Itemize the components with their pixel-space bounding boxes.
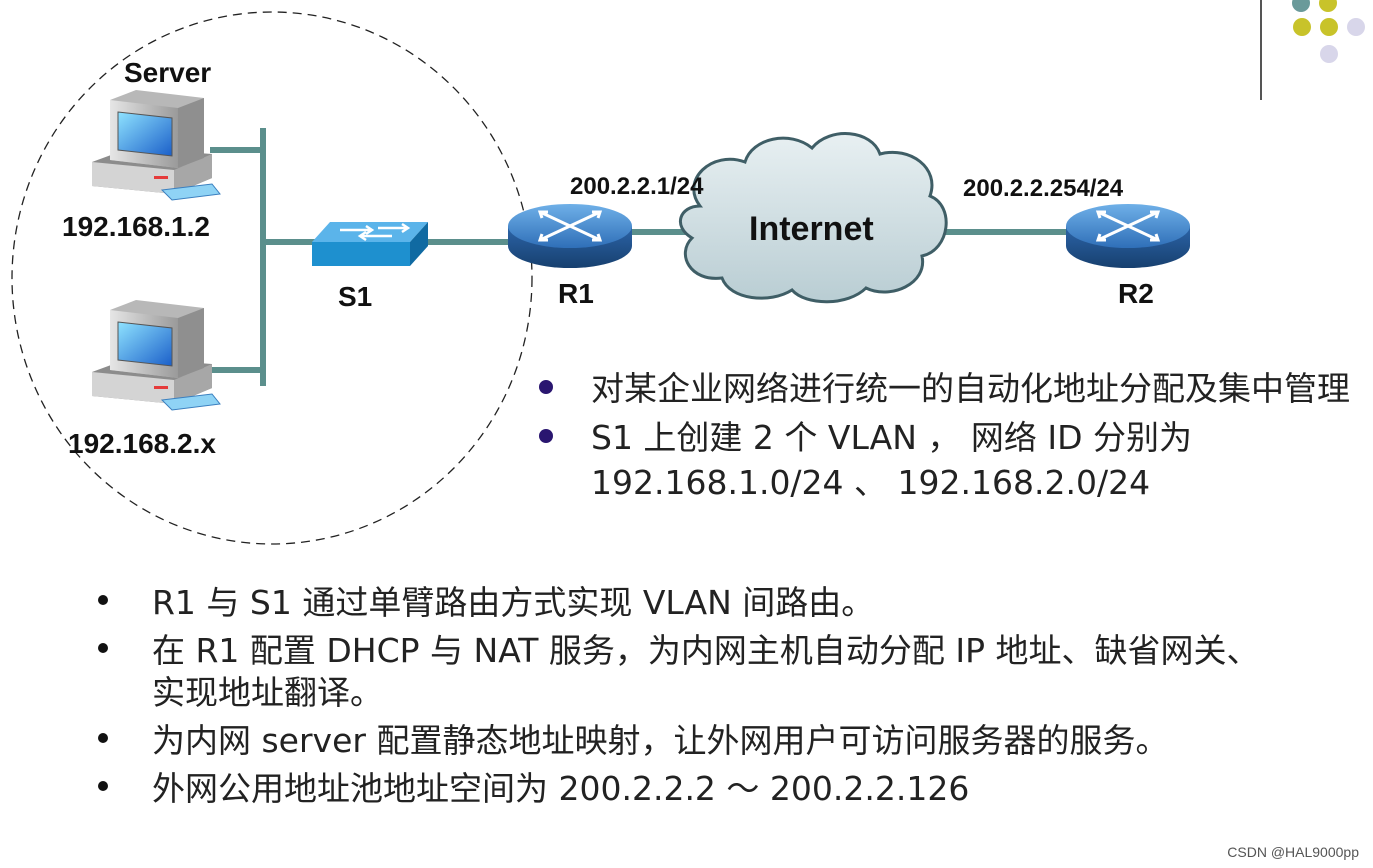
requirement-item: 外网公用地址池地址空间为 200.2.2.2 ～ 200.2.2.126: [92, 768, 1292, 810]
requirement-text: 在 R1 配置 DHCP 与 NAT 服务，为内网主机自动分配 IP 地址、缺省…: [152, 631, 1260, 712]
requirement-item: 为内网 server 配置静态地址映射，让外网用户可访问服务器的服务。: [92, 720, 1292, 762]
note-text: S1 上创建 2 个 VLAN ， 网络 ID 分别为 192.168.1.0/…: [591, 418, 1192, 502]
requirement-text: 外网公用地址池地址空间为 200.2.2.2 ～ 200.2.2.126: [152, 769, 970, 808]
host1-ip-label: 192.168.1.2: [62, 211, 210, 242]
internet-cloud-icon: [679, 132, 948, 304]
r1-label: R1: [558, 278, 594, 309]
router-r1-icon: [508, 204, 632, 268]
host2-ip-label: 192.168.2.x: [68, 428, 216, 459]
bullet-icon: [98, 781, 108, 791]
note-text: 对某企业网络进行统一的自动化地址分配及集中管理: [591, 369, 1350, 408]
scenario-notes: 对某企业网络进行统一的自动化地址分配及集中管理 S1 上创建 2 个 VLAN …: [536, 366, 1366, 509]
requirements-list: R1 与 S1 通过单臂路由方式实现 VLAN 间路由。 在 R1 配置 DHC…: [92, 582, 1292, 816]
r2-label: R2: [1118, 278, 1154, 309]
bullet-icon: [539, 429, 553, 443]
network-links: [210, 128, 1068, 386]
router-r2-icon: [1066, 204, 1190, 268]
requirement-item: 在 R1 配置 DHCP 与 NAT 服务，为内网主机自动分配 IP 地址、缺省…: [92, 630, 1292, 714]
bullet-icon: [98, 595, 108, 605]
r2-ip-label: 200.2.2.254/24: [963, 175, 1124, 202]
watermark: CSDN @HAL9000pp: [1227, 844, 1359, 860]
network-topology-diagram: Server 192.168.1.2 192.168.2.x S1 200.2.…: [11, 0, 1365, 545]
note-item: 对某企业网络进行统一的自动化地址分配及集中管理: [536, 366, 1366, 411]
switch-icon: [312, 222, 428, 266]
decorative-dots: [1260, 0, 1365, 100]
server-host-icon: [92, 90, 221, 201]
note-item: S1 上创建 2 个 VLAN ， 网络 ID 分别为 192.168.1.0/…: [536, 415, 1366, 505]
switch-label: S1: [338, 281, 372, 312]
bullet-icon: [98, 643, 108, 653]
requirement-text: 为内网 server 配置静态地址映射，让外网用户可访问服务器的服务。: [152, 721, 1169, 760]
internet-label: Internet: [749, 210, 874, 248]
lan-boundary: [11, 11, 533, 545]
requirement-text: R1 与 S1 通过单臂路由方式实现 VLAN 间路由。: [152, 583, 875, 622]
bullet-icon: [98, 733, 108, 743]
server-label: Server: [124, 57, 211, 88]
bullet-icon: [539, 380, 553, 394]
r1-ip-label: 200.2.2.1/24: [570, 173, 704, 200]
requirement-item: R1 与 S1 通过单臂路由方式实现 VLAN 间路由。: [92, 582, 1292, 624]
client-host-icon: [92, 300, 221, 411]
